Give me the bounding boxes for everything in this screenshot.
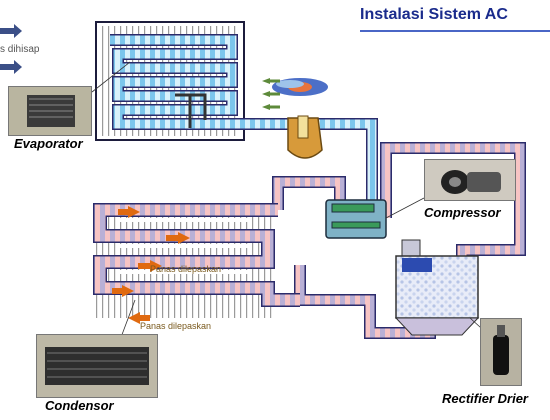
heat-arrow-icon: [262, 78, 280, 110]
condensor-photo: [36, 334, 158, 398]
heat-released-annotation: Panas dilepaskan: [140, 321, 212, 331]
rectifier-drier-photo-image: [481, 319, 521, 385]
expansion-valve-symbol: [175, 93, 207, 128]
compressor-photo-image: [425, 160, 515, 200]
evaporator-coil: [110, 35, 240, 129]
evaporator-unit: [95, 21, 245, 141]
receiver-drier: [394, 239, 480, 336]
heat-release-arrows: [112, 206, 190, 324]
evaporator-photo-image: [9, 87, 91, 135]
fan-icon: [272, 78, 328, 96]
air-in-arrow-icon: [0, 24, 22, 74]
compressor-unit: [325, 199, 387, 239]
low-pressure-pipe: [240, 118, 378, 200]
evaporator-housing: [95, 21, 245, 141]
heat-released-annotation-inner: Panas dilepaskan: [150, 264, 222, 274]
page-title: Instalasi Sistem AC: [360, 6, 508, 23]
compressor-photo: [424, 159, 516, 201]
condensor-photo-image: [37, 335, 157, 397]
title-underline: [360, 30, 550, 32]
heat-absorbed-annotation: s dihisap: [0, 44, 40, 55]
condenser-unit: [93, 203, 300, 318]
evaporator-photo: [8, 86, 92, 136]
evaporator-label: Evaporator: [14, 136, 83, 151]
rectifier-drier-photo: [480, 318, 522, 386]
compressor-label: Compressor: [424, 205, 501, 220]
sight-glass: [287, 115, 323, 159]
rectifier-drier-label: Rectifier Drier: [442, 391, 528, 406]
condensor-label: Condensor: [45, 398, 114, 413]
